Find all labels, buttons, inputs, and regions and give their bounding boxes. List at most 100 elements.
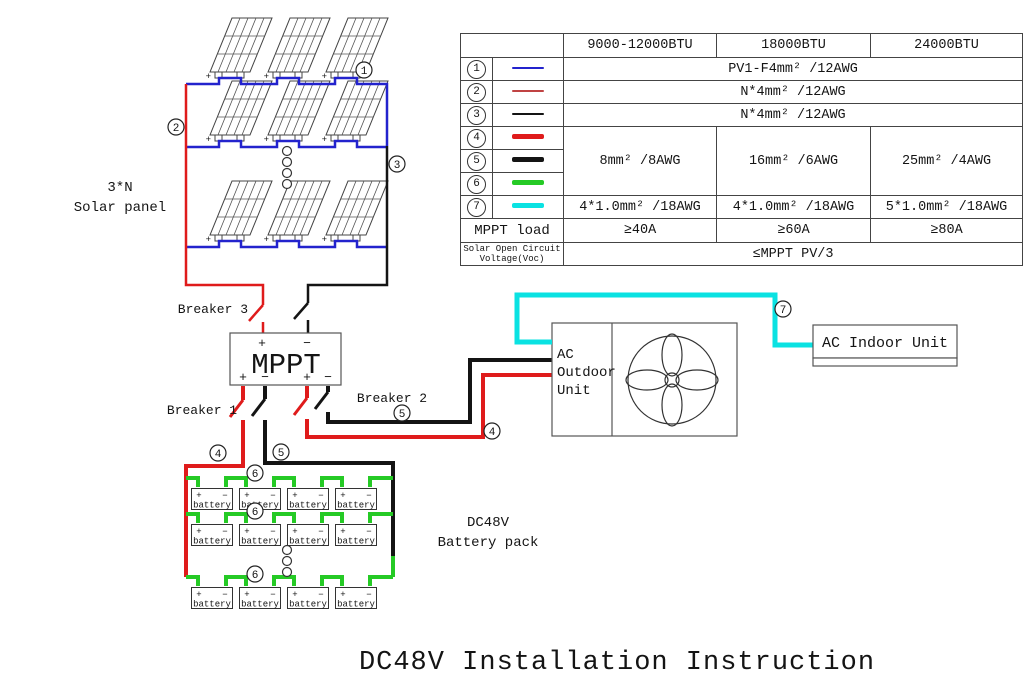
wire-5-num: 5 bbox=[467, 151, 486, 171]
svg-text:6: 6 bbox=[252, 570, 259, 582]
mppt-bat-minus: − bbox=[261, 370, 269, 385]
mppt-top-plus: + bbox=[258, 336, 266, 351]
mppt-label: MPPT bbox=[251, 349, 321, 382]
wire-pv-string-blue bbox=[186, 76, 389, 249]
wire-1-spec: PV1-F4mm² /12AWG bbox=[563, 57, 1023, 81]
callout-wire-5-ac: 5 bbox=[393, 404, 411, 422]
wire-7-spec-2: 4*1.0mm² /18AWG bbox=[716, 195, 871, 219]
wire-battery-negative-black bbox=[250, 386, 395, 556]
wire-6-num: 6 bbox=[467, 174, 486, 194]
table-row-wire-7: 7 4*1.0mm² /18AWG 4*1.0mm² /18AWG 5*1.0m… bbox=[460, 195, 1023, 219]
breaker1-black-blade bbox=[250, 398, 267, 417]
table-row-wire-3: 3 N*4mm² /12AWG bbox=[460, 103, 1023, 127]
wire-3-spec: N*4mm² /12AWG bbox=[563, 103, 1023, 127]
breaker1-label: Breaker 1 bbox=[167, 403, 237, 418]
solar-array bbox=[205, 17, 389, 246]
voc-label-line2: Voltage(Voc) bbox=[479, 254, 545, 264]
mppt-load-minus: − bbox=[324, 370, 332, 385]
callout-wire-1: 1 bbox=[355, 61, 373, 79]
wire-2-spec: N*4mm² /12AWG bbox=[563, 80, 1023, 104]
wire-pv-positive-red bbox=[184, 84, 265, 333]
table-row-wire-4: 4 8mm² /8AWG 16mm² /6AWG 25mm² /4AWG bbox=[460, 126, 1023, 196]
ac-outdoor-unit: AC Outdoor Unit bbox=[551, 322, 738, 437]
svg-text:2: 2 bbox=[173, 123, 180, 135]
voc-label: Solar Open Circuit Voltage(Voc) bbox=[460, 242, 564, 266]
callout-wire-4-ac: 4 bbox=[483, 422, 501, 440]
battery-rows-ellipsis-dots bbox=[281, 544, 293, 578]
wire-signal-cyan bbox=[514, 292, 813, 348]
mppt-load-80: ≥80A bbox=[870, 218, 1023, 243]
ac-outdoor-label-line3: Unit bbox=[557, 383, 591, 399]
header-btu-2: 18000BTU bbox=[716, 33, 871, 58]
wire-1-color-swatch bbox=[512, 66, 544, 69]
svg-text:1: 1 bbox=[361, 66, 368, 78]
svg-text:6: 6 bbox=[252, 507, 259, 519]
table-row-mppt-load: MPPT load ≥40A ≥60A ≥80A bbox=[460, 218, 1023, 243]
wire-ac-positive-red bbox=[292, 373, 552, 439]
table-row-wire-1: 1 PV1-F4mm² /12AWG bbox=[460, 57, 1023, 81]
mppt-bat-plus: + bbox=[239, 370, 247, 385]
callout-wire-2: 2 bbox=[167, 118, 185, 136]
svg-text:7: 7 bbox=[780, 305, 787, 317]
wire-ac-negative-black bbox=[313, 358, 552, 424]
power-spec-medium: 16mm² /6AWG bbox=[716, 126, 871, 196]
solar-rows-ellipsis-dots bbox=[281, 145, 293, 190]
wire-4-color-swatch bbox=[512, 134, 544, 140]
breaker3-label: Breaker 3 bbox=[178, 302, 248, 317]
mppt-load-label: MPPT load bbox=[460, 218, 564, 243]
table-header-row: 9000-12000BTU 18000BTU 24000BTU bbox=[460, 33, 1023, 58]
wire-2-color-swatch bbox=[512, 89, 544, 92]
svg-text:4: 4 bbox=[489, 427, 496, 439]
breaker2-black-blade bbox=[313, 391, 330, 410]
wire-5-color-swatch bbox=[512, 157, 544, 163]
power-spec-large: 25mm² /4AWG bbox=[870, 126, 1023, 196]
callout-wire-3: 3 bbox=[388, 155, 406, 173]
callout-wire-7: 7 bbox=[774, 300, 792, 318]
wire-pv-negative-black bbox=[293, 146, 389, 333]
svg-text:4: 4 bbox=[215, 449, 222, 461]
mppt-load-60: ≥60A bbox=[716, 218, 871, 243]
wire-7-color-swatch bbox=[512, 203, 544, 209]
wire-battery-positive-red bbox=[184, 386, 245, 577]
wire-spec-table: 9000-12000BTU 18000BTU 24000BTU 1 PV1-F4… bbox=[460, 33, 1023, 266]
battery-pack-label-line1: DC48V bbox=[467, 515, 510, 531]
table-row-voc: Solar Open Circuit Voltage(Voc) ≤MPPT PV… bbox=[460, 242, 1023, 266]
breaker1-red-blade bbox=[228, 399, 245, 418]
wire-2-num: 2 bbox=[467, 82, 486, 102]
callout-wire-6-row2: 6 bbox=[246, 502, 264, 520]
header-btu-3: 24000BTU bbox=[870, 33, 1023, 58]
ac-outdoor-label-line2: Outdoor bbox=[557, 365, 616, 381]
battery-pack-label-line2: Battery pack bbox=[438, 535, 539, 551]
wire-battery-series-green bbox=[186, 476, 395, 586]
mppt-load-plus: + bbox=[303, 370, 311, 385]
svg-text:5: 5 bbox=[278, 448, 285, 460]
wire-3-num: 3 bbox=[467, 105, 486, 125]
svg-text:6: 6 bbox=[252, 469, 259, 481]
power-spec-small: 8mm² /8AWG bbox=[563, 126, 717, 196]
svg-text:5: 5 bbox=[399, 409, 406, 421]
table-row-wire-2: 2 N*4mm² /12AWG bbox=[460, 80, 1023, 104]
wire-1-num: 1 bbox=[467, 59, 486, 79]
mppt-box bbox=[229, 332, 342, 386]
wire-number-callouts: 1 2 3 4 4 5 5 6 6 6 7 bbox=[167, 61, 792, 583]
fan-icon bbox=[625, 333, 719, 427]
callout-wire-4-battery: 4 bbox=[209, 444, 227, 462]
mppt-load-40: ≥40A bbox=[563, 218, 717, 243]
wire-7-num: 7 bbox=[467, 197, 486, 217]
ac-indoor-label: AC Indoor Unit bbox=[822, 335, 948, 352]
callout-wire-6-row1: 6 bbox=[246, 464, 264, 482]
voc-label-line1: Solar Open Circuit bbox=[463, 243, 561, 254]
callout-wire-6-row3: 6 bbox=[246, 565, 264, 583]
breaker2-red-blade bbox=[292, 397, 309, 416]
header-btu-1: 9000-12000BTU bbox=[563, 33, 717, 58]
wire-7-spec-3: 5*1.0mm² /18AWG bbox=[870, 195, 1023, 219]
wire-3-color-swatch bbox=[512, 112, 544, 115]
mppt-top-minus: − bbox=[303, 336, 311, 351]
ac-indoor-unit: AC Indoor Unit bbox=[812, 324, 958, 367]
voc-value: ≤MPPT PV/3 bbox=[563, 242, 1023, 266]
wire-4-num: 4 bbox=[467, 128, 486, 148]
solar-panel-label-line1: 3*N bbox=[107, 180, 132, 196]
solar-panel-label-line2: Solar panel bbox=[74, 200, 166, 216]
header-empty-cell bbox=[460, 33, 564, 58]
